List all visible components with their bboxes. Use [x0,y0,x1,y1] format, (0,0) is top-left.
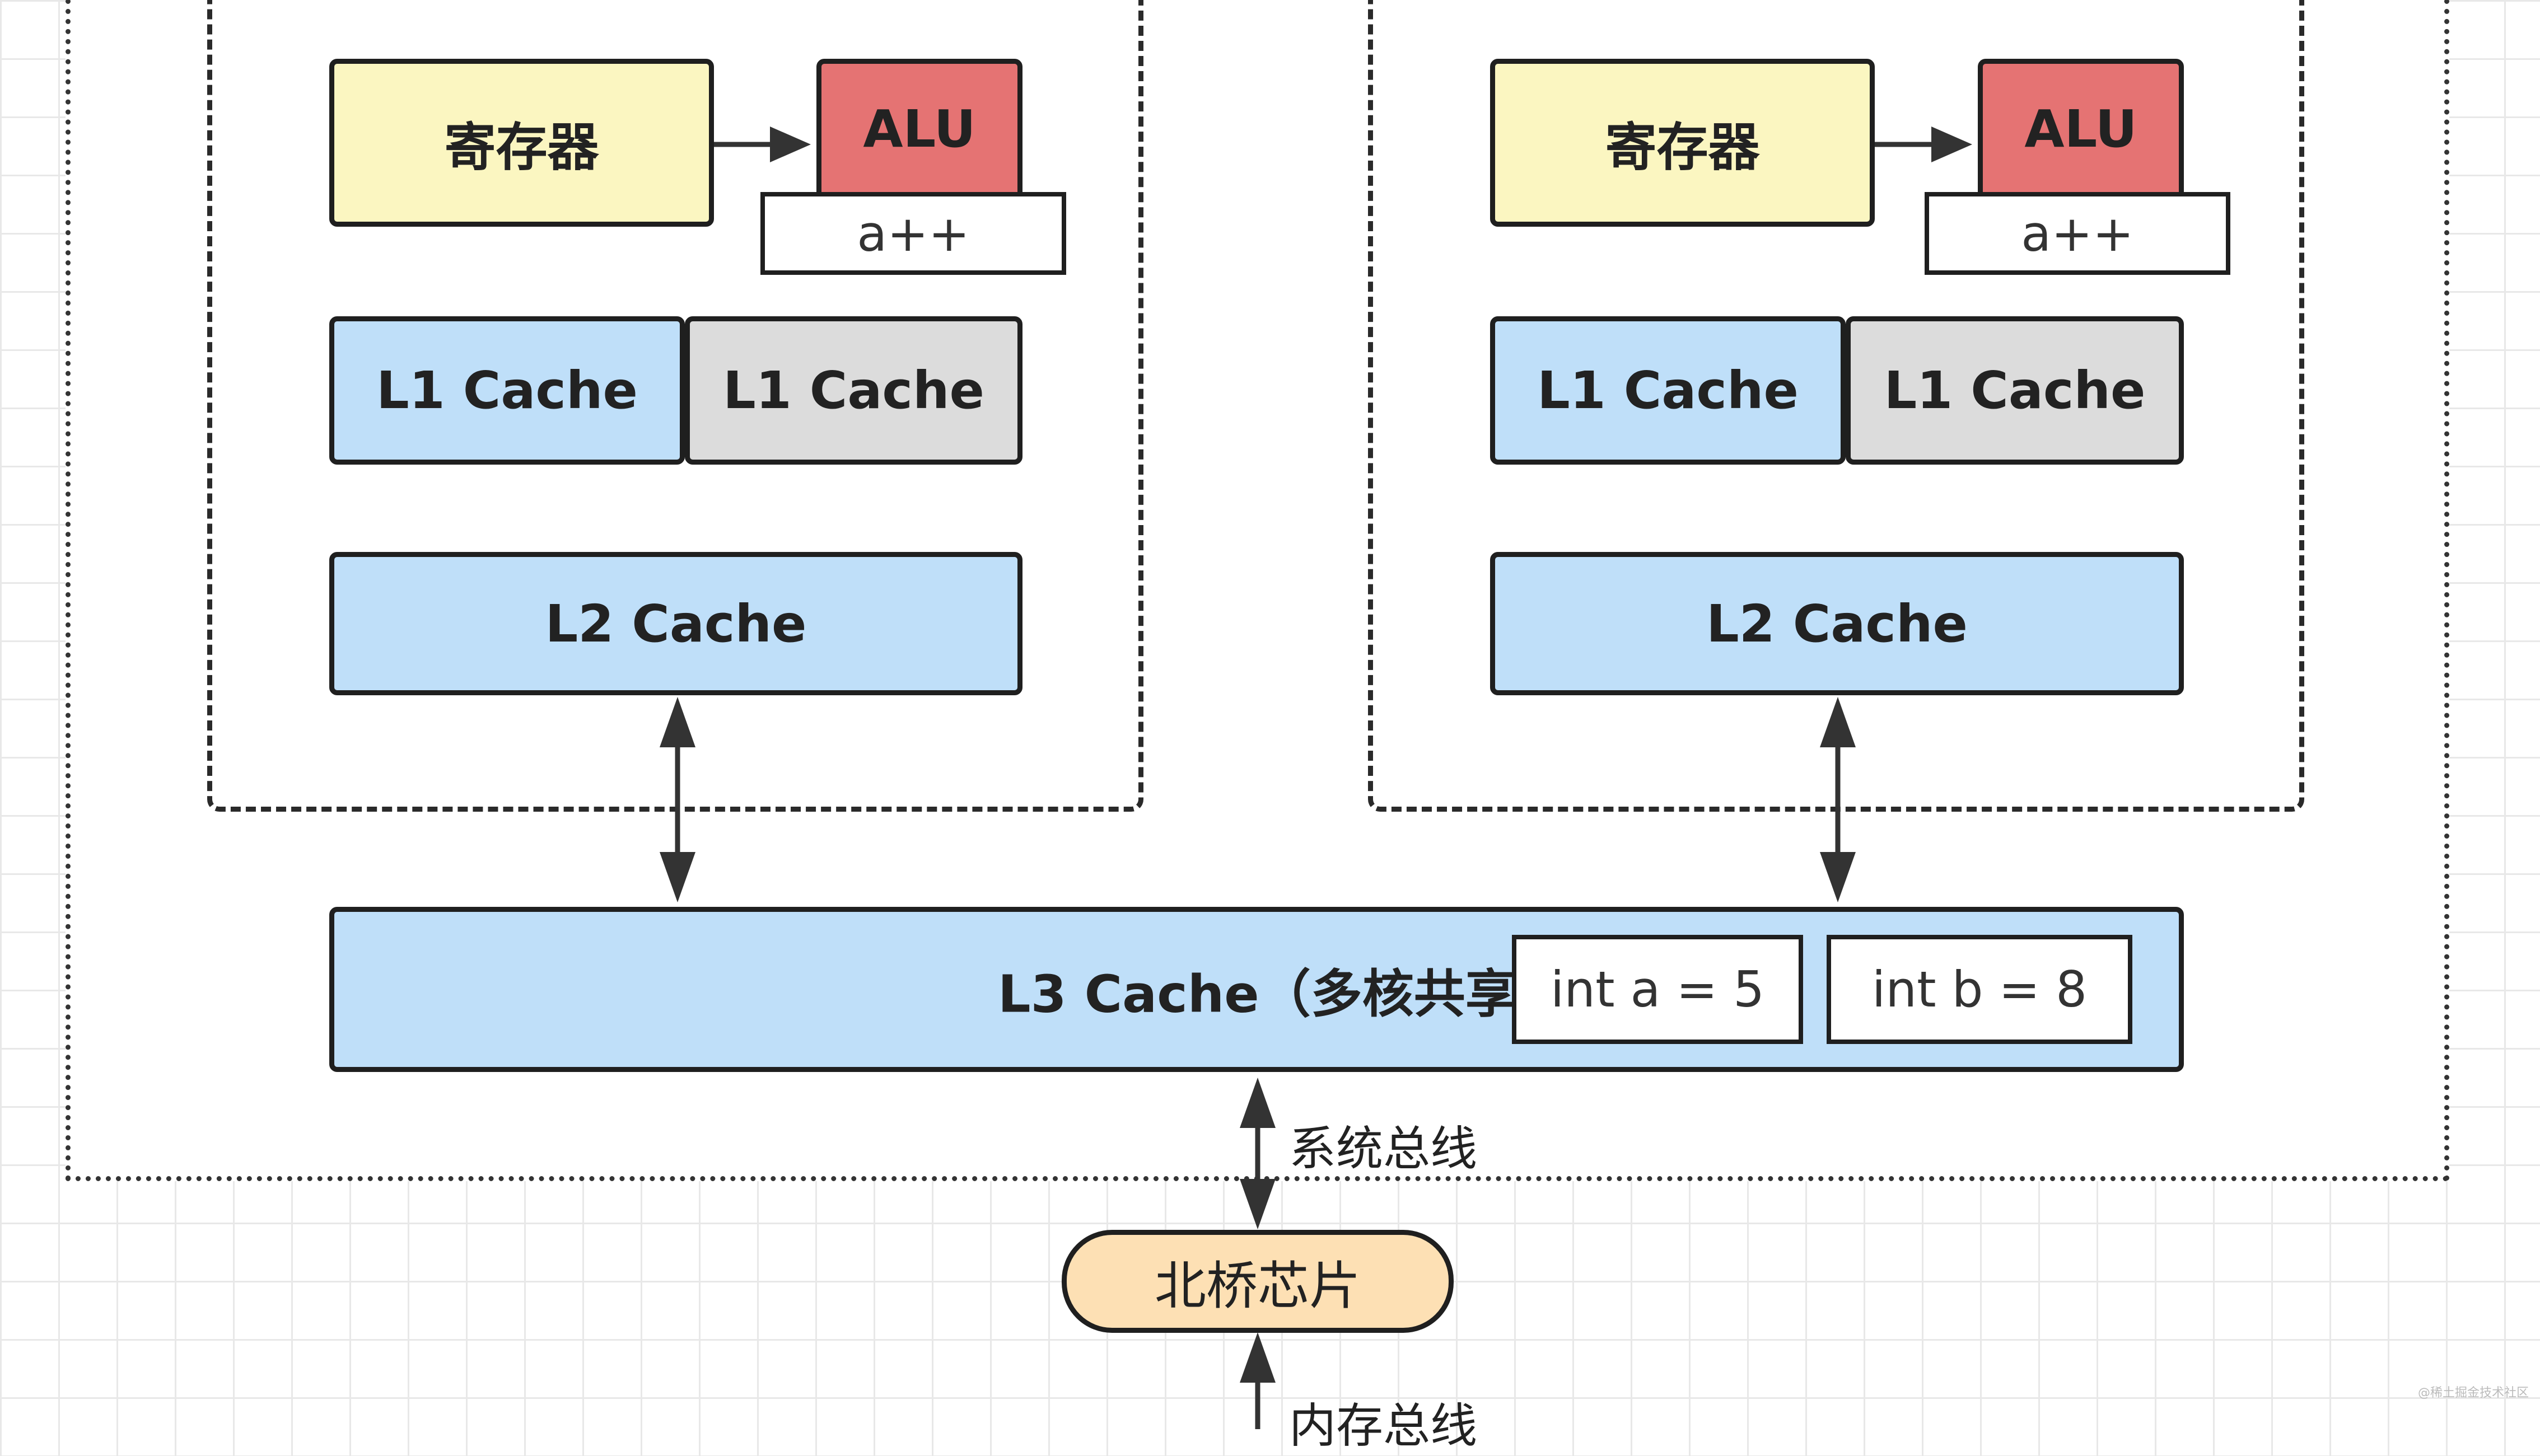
l3-cache-label: L3 Cache（多核共享） [998,964,1568,1024]
north-bridge-chip: 北桥芯片 [1062,1230,1454,1333]
watermark: @稀土掘金技术社区 [2418,1386,2529,1400]
alu-box-1: ALU [816,59,1022,199]
register-box-1: 寄存器 [329,59,714,227]
register-to-alu-arrow-1 [714,127,811,162]
l2-cache-1: L2 Cache [329,552,1022,695]
l1-cache-instruction-2: L1 Cache [1846,316,2184,465]
l2-l3-arrow-2 [1820,697,1856,902]
register-to-alu-arrow-2 [1875,127,1972,162]
system-bus-label: 系统总线 [1289,1121,1478,1176]
memory-bus-arrow [1240,1332,1276,1429]
l3-entry-b: int b = 8 [1827,935,2132,1044]
memory-bus-label: 内存总线 [1289,1398,1478,1453]
l2-l3-arrow-1 [660,697,695,902]
register-box-2: 寄存器 [1490,59,1875,227]
alu-op-box-2: a++ [1925,192,2230,275]
l1-cache-data-1: L1 Cache [329,316,685,465]
l3-cache: L3 Cache（多核共享） [329,907,2184,1072]
system-bus-arrow [1240,1078,1276,1229]
l1-cache-data-2: L1 Cache [1490,316,1846,465]
alu-op-box-1: a++ [760,192,1066,275]
l3-entry-a: int a = 5 [1512,935,1803,1044]
l1-cache-instruction-1: L1 Cache [685,316,1022,465]
alu-box-2: ALU [1978,59,2184,199]
l2-cache-2: L2 Cache [1490,552,2184,695]
